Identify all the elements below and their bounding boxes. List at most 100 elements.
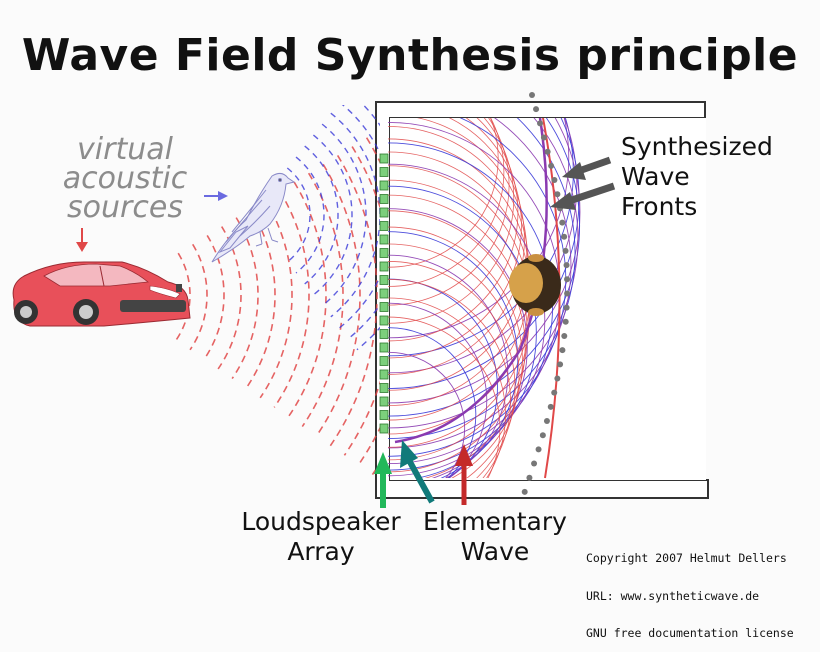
- boundary-dot: [540, 134, 547, 141]
- bird-wave-arc: [330, 112, 380, 318]
- loudspeaker-icon: [379, 396, 389, 407]
- virtual-source-arrow-right: [204, 191, 228, 201]
- boundary-dot: [562, 318, 569, 325]
- elementary-blue-circle: [388, 118, 580, 417]
- elementary-red-circle: [388, 179, 530, 461]
- loudspeaker-icon: [379, 261, 389, 272]
- elementary-red-circle: [388, 210, 526, 478]
- loudspeaker-icon: [379, 315, 389, 326]
- elementary-label-line-1: Elementary: [423, 507, 567, 536]
- elementary-blue-circle: [388, 118, 576, 439]
- loudspeaker-label-line-2: Array: [287, 537, 355, 566]
- virtual-source-arrow-down: [76, 228, 88, 252]
- boundary-dot: [535, 446, 542, 453]
- loudspeaker-array-label: Loudspeaker Array: [236, 507, 406, 567]
- synthesized-wave-fronts-label: Synthesized Wave Fronts: [621, 132, 773, 222]
- boundary-dot: [559, 219, 566, 226]
- boundary-dot: [551, 177, 558, 184]
- elementary-blue-circle: [388, 208, 528, 478]
- wave-front-arrow-1: [562, 156, 612, 180]
- bird-wave-arc: [304, 145, 339, 285]
- boundary-dot: [544, 148, 551, 155]
- loudspeaker-icon: [379, 302, 389, 312]
- loudspeaker-icon: [379, 329, 389, 339]
- elementary-blue-circle: [388, 118, 579, 429]
- loudspeaker-arrow: [374, 452, 392, 508]
- virtual-wave-arc: [343, 146, 380, 456]
- elementary-red-circle: [388, 226, 523, 478]
- bird-wave-arc: [347, 105, 380, 340]
- loudspeaker-icon: [379, 275, 389, 285]
- boundary-dot: [551, 389, 558, 396]
- bird-wave-arc: [295, 156, 325, 274]
- loudspeaker-icon: [379, 288, 389, 299]
- elementary-blue-circle: [388, 118, 578, 374]
- boundary-dot: [563, 262, 570, 269]
- bird-wave-arc: [321, 123, 367, 307]
- boundary-dot: [543, 418, 550, 425]
- virtual-wave-arc: [301, 172, 344, 428]
- boundary-dot: [531, 460, 538, 467]
- virtual-wave-arc: [287, 181, 327, 418]
- elementary-blue-circle: [388, 278, 498, 478]
- bird-icon: [211, 172, 296, 263]
- loudspeaker-icon: [379, 167, 389, 177]
- loudspeaker-icon: [379, 194, 389, 204]
- car-icon: [12, 261, 191, 327]
- elementary-red-circle: [388, 118, 505, 287]
- copyright-line-3: GNU free documentation license: [586, 626, 794, 640]
- virtual-sources-label-line-3: sources: [67, 190, 183, 225]
- loudspeaker-icon: [379, 153, 389, 164]
- virtual-sources-label-line-1: virtual: [77, 132, 173, 167]
- loudspeaker-array: [379, 153, 389, 434]
- boundary-dot: [521, 488, 528, 495]
- loudspeaker-icon: [379, 410, 389, 420]
- virtual-sources-label: virtual acoustic sources: [40, 132, 210, 225]
- elementary-red-circle: [388, 118, 499, 268]
- boundary-dot: [557, 361, 564, 368]
- synthesized-front-blue: [394, 117, 548, 444]
- boundary-dot: [563, 304, 570, 311]
- copyright-line-2: URL: www.syntheticwave.de: [586, 588, 760, 603]
- virtual-wave-arc: [203, 234, 225, 360]
- elementary-blue-circle: [388, 185, 537, 478]
- elementary-wave-label: Elementary Wave: [420, 507, 570, 567]
- boundary-dot: [547, 403, 554, 410]
- boundary-dot: [559, 347, 566, 354]
- virtual-wave-arc: [189, 243, 208, 351]
- elementary-blue-circle: [388, 118, 572, 449]
- boundary-dot: [562, 247, 569, 254]
- loudspeaker-icon: [379, 423, 389, 434]
- page-title: Wave Field Synthesis principle: [21, 30, 799, 81]
- listener-head-icon: [509, 254, 561, 316]
- elementary-arrow-teal: [400, 440, 435, 504]
- virtual-wave-arc: [259, 199, 293, 399]
- bird-wave-arc: [312, 134, 353, 296]
- elementary-blue-circle: [388, 327, 477, 478]
- loudspeaker-icon: [379, 221, 389, 231]
- boundary-dot: [533, 106, 540, 113]
- elementary-blue-circle: [388, 163, 546, 477]
- loudspeaker-icon: [379, 342, 389, 353]
- loudspeaker-icon: [379, 356, 389, 366]
- loudspeaker-icon: [379, 383, 389, 393]
- loudspeaker-icon: [379, 248, 389, 258]
- copyright-notice: Copyright 2007 Helmut Dellers URL: www.s…: [586, 527, 794, 652]
- copyright-line-1: Copyright 2007 Helmut Dellers: [586, 551, 787, 565]
- boundary-dot: [554, 375, 561, 382]
- elementary-red-circle: [388, 316, 501, 478]
- wfs-diagram: [12, 92, 709, 508]
- loudspeaker-icon: [379, 234, 389, 245]
- elementary-wave-circles: [388, 118, 581, 478]
- virtual-wave-arc: [329, 155, 378, 447]
- bird-wave-arc: [339, 105, 380, 329]
- elementary-red-circle: [388, 118, 525, 375]
- boundary-dot: [561, 233, 568, 240]
- elementary-blue-circle: [388, 118, 570, 339]
- boundary-dots: [521, 92, 571, 495]
- elementary-red-circle: [388, 261, 516, 478]
- elementary-red-circle: [388, 118, 522, 359]
- virtual-wave-arc: [231, 217, 259, 380]
- virtual-wave-arc: [315, 163, 361, 437]
- wave-fronts-label-line-1: Synthesized: [621, 132, 773, 161]
